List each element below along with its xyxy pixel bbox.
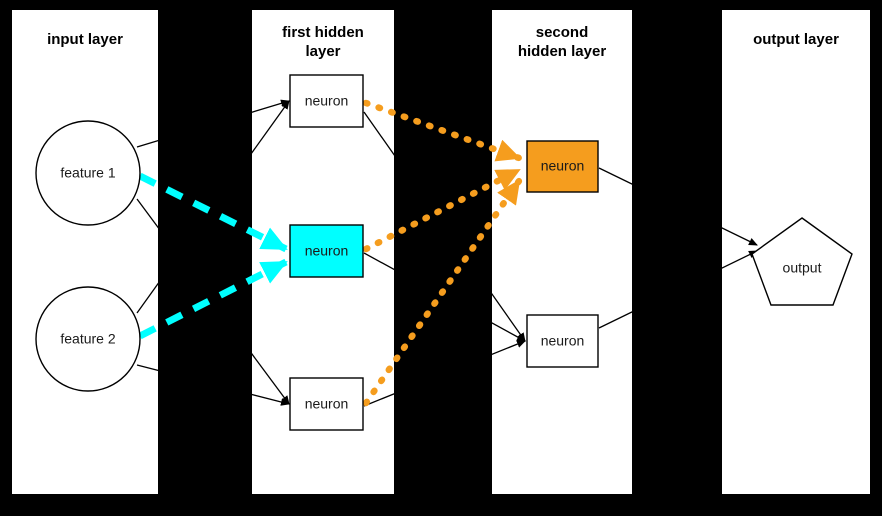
- edge-feature1-to-h1b-highlight: [138, 172, 288, 253]
- edge-group-input-to-hidden1: [136, 99, 290, 406]
- edge-h2a-to-out: [598, 167, 758, 246]
- hidden2-bottom-box[interactable]: [526, 314, 599, 368]
- node-hidden1-middle-highlighted[interactable]: neuron: [289, 224, 364, 278]
- hidden1-middle-label: neuron: [305, 243, 349, 259]
- feature1-circle[interactable]: [35, 120, 141, 226]
- edge-h1b-to-h2b: [363, 252, 526, 342]
- hidden2-top-label: neuron: [541, 158, 585, 174]
- output-pentagon[interactable]: [751, 217, 853, 306]
- edge-feature1-to-h1a: [136, 99, 290, 148]
- panel-title-output-layer: output layer: [753, 31, 839, 48]
- hidden1-middle-box[interactable]: [289, 224, 364, 278]
- hidden1-bottom-label: neuron: [305, 396, 349, 412]
- panel-title-second-hidden-layer-line2: hidden layer: [517, 43, 607, 60]
- node-feature2[interactable]: feature 2: [35, 286, 141, 392]
- node-hidden2-bottom[interactable]: neuron: [526, 314, 599, 368]
- edge-group-highlight-cyan: [138, 172, 288, 340]
- hidden1-bottom-box[interactable]: [289, 377, 364, 431]
- edge-feature1-to-h1c: [136, 198, 290, 405]
- panel-title-first-hidden-layer-line2: layer: [305, 43, 341, 60]
- edge-h2b-to-out: [598, 250, 758, 329]
- edge-h1b-to-h2a-highlight: [362, 166, 523, 253]
- node-feature1[interactable]: feature 1: [35, 120, 141, 226]
- hidden1-top-label: neuron: [305, 93, 349, 109]
- panel-second-hidden-layer: second hidden layer: [492, 10, 632, 494]
- hidden1-top-box[interactable]: [289, 74, 364, 128]
- node-hidden1-bottom[interactable]: neuron: [289, 377, 364, 431]
- feature1-label: feature 1: [60, 165, 115, 181]
- edge-h1c-to-h2a-highlight: [362, 177, 523, 407]
- edge-group-hidden1-to-hidden2: [363, 111, 526, 407]
- node-hidden1-top[interactable]: neuron: [289, 74, 364, 128]
- edge-feature2-to-h1c: [136, 364, 290, 406]
- edge-h1c-to-h2b: [363, 340, 526, 407]
- panel-input-layer: input layer: [12, 10, 158, 494]
- feature2-circle[interactable]: [35, 286, 141, 392]
- hidden2-bottom-label: neuron: [541, 333, 585, 349]
- output-label: output: [783, 260, 822, 276]
- edge-group-hidden2-to-output: [598, 167, 758, 329]
- feature2-label: feature 2: [60, 331, 115, 347]
- edge-feature2-to-h1b-highlight: [138, 258, 288, 340]
- edge-h1a-to-h2a-highlight: [362, 99, 523, 162]
- edge-h1a-to-h2b: [363, 111, 526, 342]
- hidden2-top-box[interactable]: [526, 140, 599, 193]
- edge-feature2-to-h1a: [136, 100, 290, 314]
- panel-title-second-hidden-layer-line1: second: [535, 24, 589, 41]
- node-hidden2-top-highlighted[interactable]: neuron: [526, 140, 599, 193]
- edge-group-highlight-orange: [362, 99, 523, 407]
- panel-title-first-hidden-layer-line1: first hidden: [282, 24, 364, 41]
- node-output[interactable]: output: [751, 217, 853, 306]
- panel-title-input-layer: input layer: [47, 31, 123, 48]
